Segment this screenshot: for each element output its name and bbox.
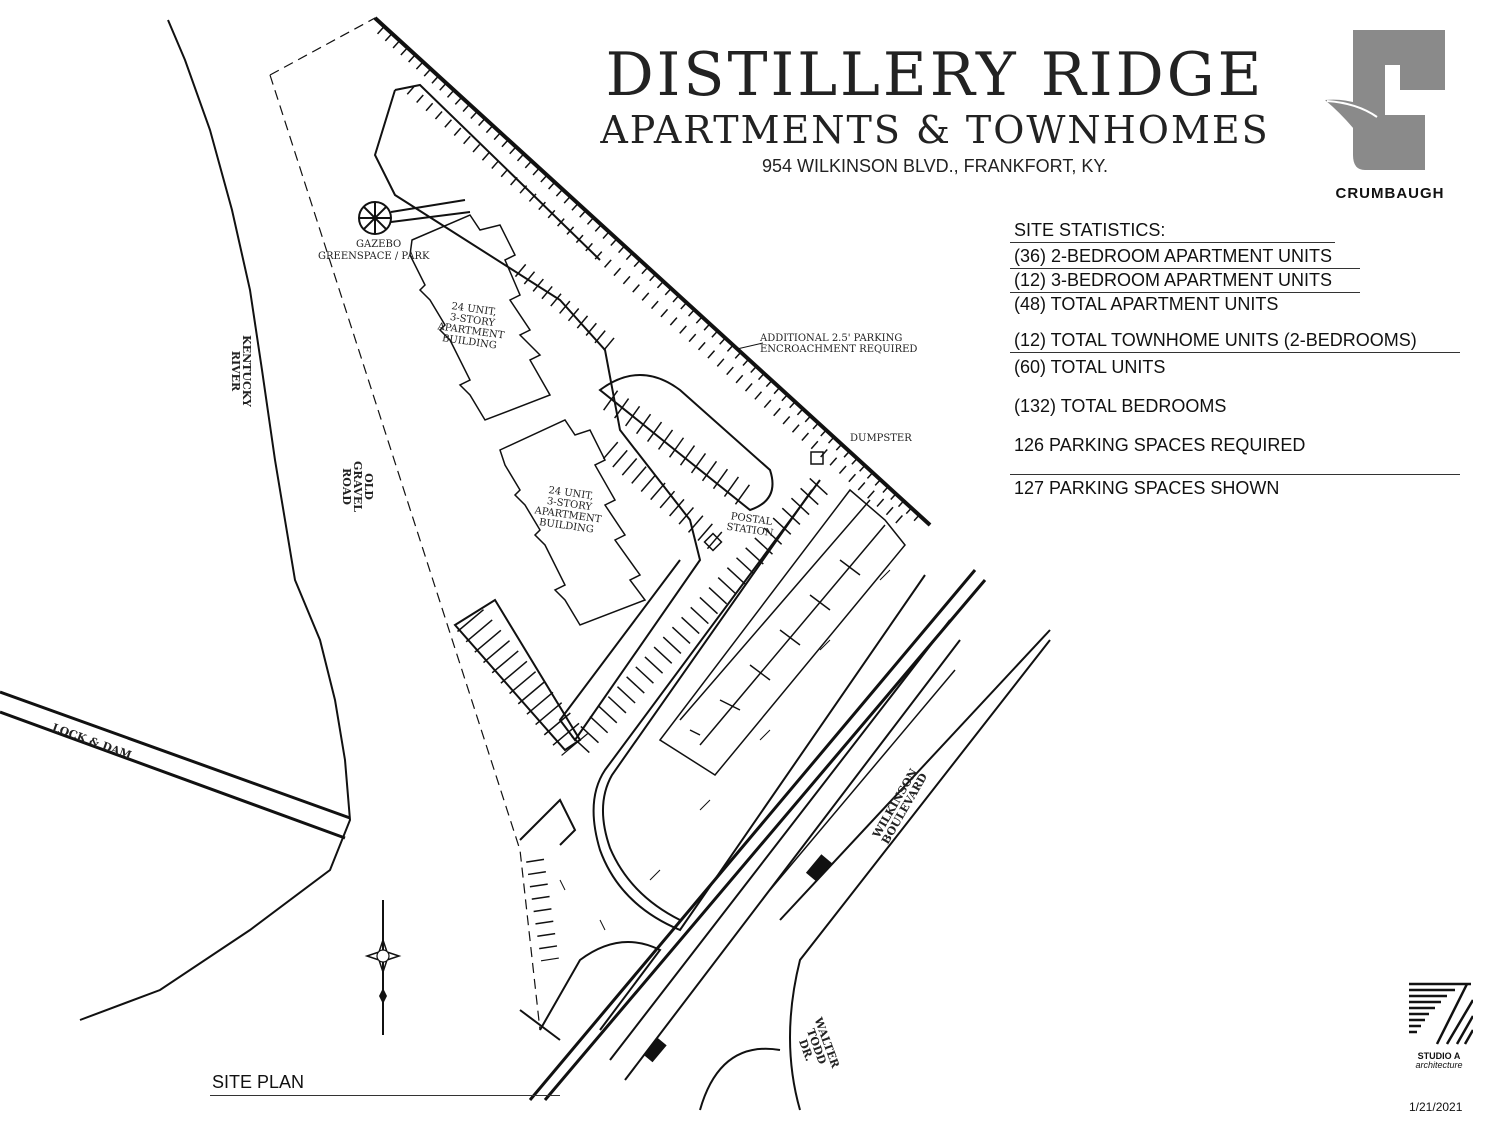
site-statistics-heading: SITE STATISTICS: xyxy=(1014,220,1166,240)
stat-item: (60) TOTAL UNITS xyxy=(1014,357,1166,377)
stats-rule xyxy=(1010,292,1360,293)
studio-name: STUDIO A architecture xyxy=(1415,1051,1463,1070)
south-parking-stalls xyxy=(526,858,559,962)
brand-name: CRUMBAUGH xyxy=(1335,185,1445,202)
railroad-track xyxy=(373,16,932,527)
gravel-road-label: OLD GRAVEL ROAD xyxy=(339,461,375,512)
wilkinson-blvd-west xyxy=(528,569,987,1101)
apartment-building-1 xyxy=(409,214,552,421)
stats-rule xyxy=(1010,242,1335,243)
property-dimensions xyxy=(559,569,891,931)
page-title: DISTILLERY RIDGE xyxy=(605,40,1265,110)
building-1-label: 24 UNIT, 3-STORY APARTMENT BUILDING xyxy=(436,301,505,352)
stat-item: (36) 2-BEDROOM APARTMENT UNITS xyxy=(1014,246,1333,266)
lock-dam-road xyxy=(0,690,351,840)
page-subtitle: APARTMENTS & TOWNHOMES xyxy=(600,108,1270,152)
gazebo-label: GAZEBO xyxy=(356,239,402,250)
dumpster-pad xyxy=(810,451,824,465)
parking-island xyxy=(598,374,774,512)
compass-icon xyxy=(364,900,402,1035)
wilkinson-blvd-median xyxy=(609,619,961,1081)
walter-todd-dr xyxy=(699,639,1051,1111)
parking-row-townhomes xyxy=(571,476,829,754)
stats-rule xyxy=(1010,352,1460,353)
parking-lot-sw xyxy=(453,598,582,752)
site-plan-label: SITE PLAN xyxy=(212,1072,305,1092)
townhome-buildings xyxy=(658,488,906,776)
parking-row-mid xyxy=(514,263,616,352)
plan-date: 1/21/2021 xyxy=(1409,1100,1463,1114)
south-entry-drive xyxy=(519,798,662,1041)
stat-item: 127 PARKING SPACES SHOWN xyxy=(1014,478,1280,498)
studio-a-logo-icon xyxy=(1409,982,1473,1045)
encroachment-leader xyxy=(736,342,764,350)
stat-item: 126 PARKING SPACES REQUIRED xyxy=(1014,435,1306,455)
apartment-building-2 xyxy=(499,419,647,626)
greenspace-label: GREENSPACE / PARK xyxy=(318,251,430,262)
stat-item: (132) TOTAL BEDROOMS xyxy=(1014,396,1227,416)
stat-item: (12) 3-BEDROOM APARTMENT UNITS xyxy=(1014,270,1333,290)
crosswalk-mark xyxy=(643,1037,667,1063)
river-label: KENTUCKY RIVER xyxy=(228,335,253,407)
loop-road-inner xyxy=(601,489,813,921)
postal-station xyxy=(703,532,723,552)
wilkinson-blvd-center xyxy=(769,669,956,891)
stats-rule xyxy=(1010,268,1360,269)
site-plan-rule xyxy=(210,1095,560,1096)
encroachment-label: ADDITIONAL 2.5' PARKING ENCROACHMENT REQ… xyxy=(760,333,918,355)
building-2-label: 24 UNIT, 3-STORY APARTMENT BUILDING xyxy=(533,485,602,536)
parking-row-north xyxy=(406,86,904,524)
access-drive xyxy=(373,83,702,742)
gazebo xyxy=(358,199,471,235)
crumbaugh-logo-icon xyxy=(1325,30,1445,170)
crosswalk-mark xyxy=(805,854,833,882)
stat-item: (48) TOTAL APARTMENT UNITS xyxy=(1014,294,1279,314)
stats-rule xyxy=(1010,474,1460,475)
loop-road xyxy=(592,479,926,932)
river-bank-line xyxy=(79,19,352,1021)
parking-row-center xyxy=(602,441,728,554)
parking-lot-sw-stalls xyxy=(456,609,589,756)
stat-item: (12) TOTAL TOWNHOME UNITS (2-BEDROOMS) xyxy=(1014,330,1417,350)
dumpster-label: DUMPSTER xyxy=(850,433,912,444)
address: 954 WILKINSON BLVD., FRANKFORT, KY. xyxy=(761,156,1109,176)
